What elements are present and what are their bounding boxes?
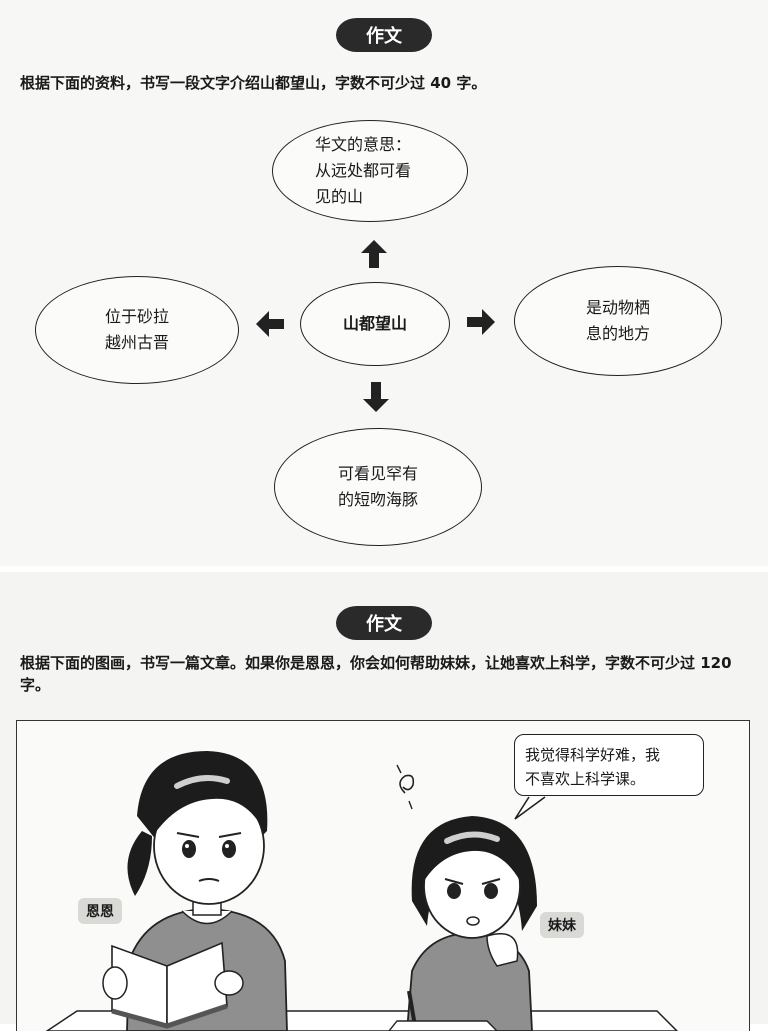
top-bubble: 华文的意思： 从远处都可看 见的山 — [272, 120, 468, 222]
instruction-text: 根据下面的图画，书写一篇文章。如果你是恩恩，你会如何帮助妹妹，让她喜欢上科学，字… — [20, 654, 732, 694]
center-bubble: 山都望山 — [300, 282, 450, 366]
page-gap — [0, 566, 768, 572]
bottom-bubble: 可看见罕有 的短吻海豚 — [274, 428, 482, 546]
arrow-up-icon — [361, 240, 387, 268]
worksheet-bottom: 作文 根据下面的图画，书写一篇文章。如果你是恩恩，你会如何帮助妹妹，让她喜欢上科… — [0, 572, 768, 1031]
instruction-text: 根据下面的资料，书写一段文字介绍山都望山，字数不可少过 40 字。 — [20, 74, 487, 92]
label-meimei: 妹妹 — [540, 912, 584, 938]
right-bubble: 是动物栖 息的地方 — [514, 266, 722, 376]
label-enen: 恩恩 — [78, 898, 122, 924]
left-bubble: 位于砂拉 越州古晋 — [35, 276, 239, 384]
worksheet-top: 作文 根据下面的资料，书写一段文字介绍山都望山，字数不可少过 40 字。 华文的… — [20, 18, 722, 546]
speech-bubble: 我觉得科学好难，我 不喜欢上科学课。 — [514, 734, 704, 796]
essay-badge: 作文 — [336, 606, 432, 640]
essay-badge: 作文 — [336, 18, 432, 52]
arrow-down-icon — [363, 382, 389, 412]
arrow-left-icon — [256, 311, 284, 337]
arrow-right-icon — [467, 309, 495, 335]
